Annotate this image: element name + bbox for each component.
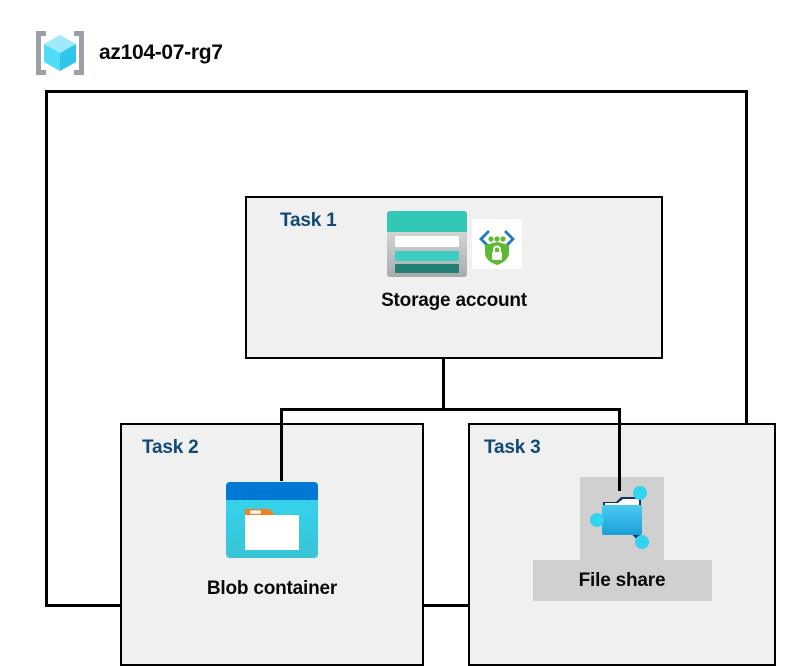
resource-group-cube-icon: [33, 28, 87, 78]
file-share-icon-highlight: [580, 477, 664, 560]
storage-account-node[interactable]: Storage account: [247, 210, 661, 312]
task-3-label: Task 3: [484, 437, 541, 458]
file-share-node[interactable]: File share: [470, 477, 774, 601]
blob-container-node[interactable]: Blob container: [122, 481, 422, 600]
storage-account-caption: Storage account: [381, 290, 527, 311]
task-3-box: Task 3: [468, 423, 776, 666]
storage-account-icon-group: [386, 210, 522, 283]
file-share-caption: File share: [578, 569, 666, 591]
blob-container-caption: Blob container: [206, 578, 338, 599]
secure-endpoint-shield-icon: [472, 218, 522, 274]
resource-group-header: az104-07-rg7: [33, 28, 223, 78]
diagram-canvas: az104-07-rg7 Task 1: [33, 28, 776, 666]
resource-group-container: Task 1: [45, 90, 776, 666]
task-1-box: Task 1: [245, 196, 663, 359]
page-title: az104-07-rg7: [99, 41, 223, 64]
task-1-label: Task 1: [280, 210, 337, 231]
task-2-label: Task 2: [142, 437, 199, 458]
connector-branch-bar: [280, 408, 621, 411]
blob-container-icon: [225, 481, 319, 564]
task-2-box: Task 2: [120, 423, 424, 666]
connector-branch-to-blob: [280, 408, 283, 481]
connector-branch-to-fileshare: [618, 408, 621, 491]
file-share-icon: [585, 480, 659, 557]
storage-account-icon: [386, 210, 468, 283]
file-share-caption-highlight: File share: [532, 560, 712, 601]
connector-storage-to-branch: [442, 358, 445, 410]
